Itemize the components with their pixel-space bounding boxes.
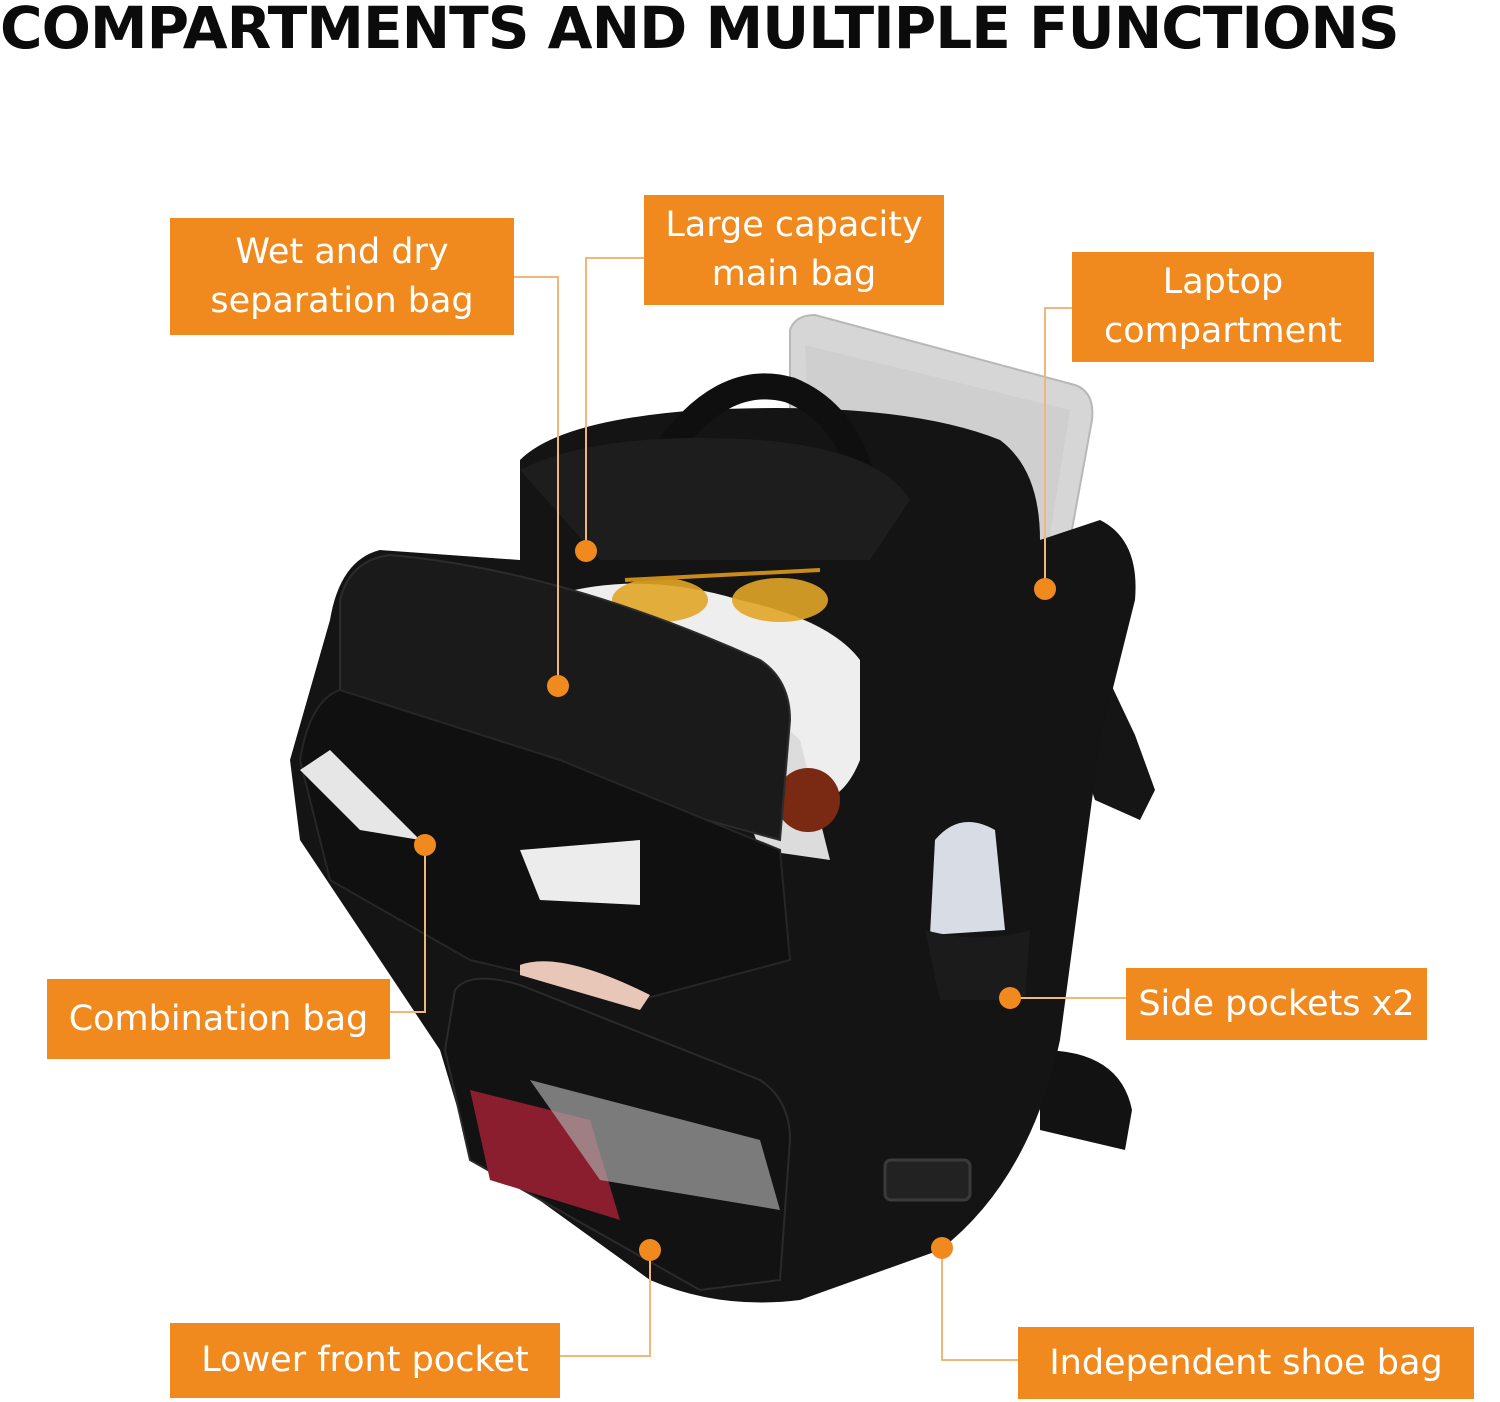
page-title: COMPARTMENTS AND MULTIPLE FUNCTIONS <box>0 0 1400 62</box>
callout-line: Large capacity <box>665 205 923 245</box>
callout-line: main bag <box>711 254 877 294</box>
callout-independent-shoe-bag: Independent shoe bag <box>1018 1327 1474 1399</box>
callout-line: Side pockets x2 <box>1138 983 1415 1024</box>
callout-line: Laptop <box>1162 262 1284 302</box>
callout-line: Lower front pocket <box>201 1340 529 1380</box>
callout-line: Independent shoe bag <box>1049 1342 1443 1383</box>
callout-laptop-compartment: Laptop compartment <box>1072 252 1374 362</box>
callout-wet-dry-separation-bag: Wet and dry separation bag <box>170 218 514 335</box>
callout-side-pockets: Side pockets x2 <box>1126 968 1427 1040</box>
callout-lower-front-pocket: Lower front pocket <box>170 1323 560 1398</box>
callout-line: compartment <box>1103 311 1343 351</box>
callout-combination-bag: Combination bag <box>47 979 390 1059</box>
callout-line: Wet and dry <box>235 231 449 272</box>
callout-line: separation bag <box>210 280 474 321</box>
callout-large-capacity-main-bag: Large capacity main bag <box>644 195 944 305</box>
callout-line: Combination bag <box>68 998 369 1039</box>
